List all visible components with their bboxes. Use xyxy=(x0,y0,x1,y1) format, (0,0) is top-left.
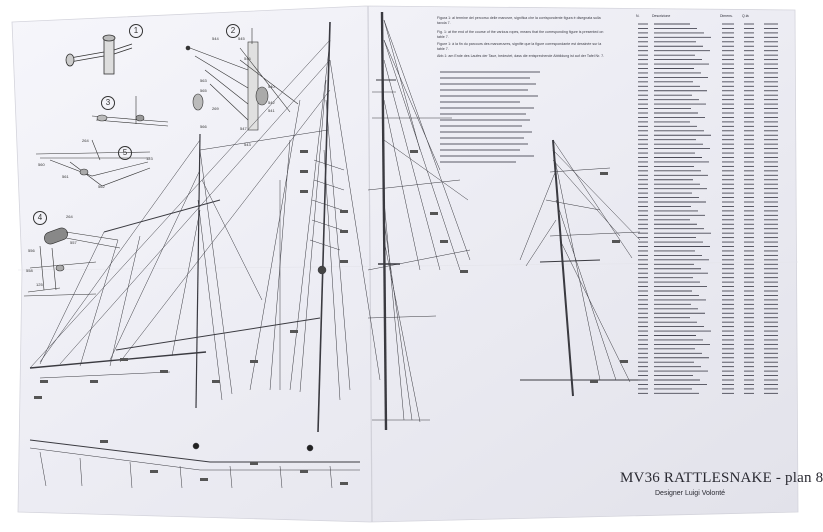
detail-3-drawing xyxy=(91,96,169,127)
rigging-tag-labels xyxy=(34,150,628,485)
callout-label: 547 xyxy=(240,126,247,131)
callout-label: 269 xyxy=(212,106,219,111)
detail-4-callouts: 264 557 556 558 125 xyxy=(26,214,77,287)
parts-header-description: Descrizione xyxy=(652,14,671,18)
detail-marker-3: 3 xyxy=(101,96,115,110)
rope-list-lines xyxy=(440,71,540,163)
callout-label: 561 xyxy=(62,174,69,179)
caption-french: Figure 1: à la fin du parcours des manoe… xyxy=(437,42,602,51)
fold-line xyxy=(367,5,373,523)
detail-marker-5: 5 xyxy=(118,146,132,160)
parts-header-number: N. xyxy=(636,14,640,18)
callout-label: 566 xyxy=(200,124,207,129)
callout-label: 125 xyxy=(36,282,43,287)
parts-table: N. Descrizione Dimens. Q.tà xyxy=(636,14,788,18)
detail-marker-1: 1 xyxy=(129,24,143,38)
callout-label: 540 xyxy=(268,84,275,89)
detail-2-callouts: 544 545 546 547 543 540 542 541 566 563 565 269 xyxy=(200,36,275,147)
callout-label: 563 xyxy=(200,78,207,83)
callout-label: 542 xyxy=(268,100,275,105)
callout-label: 560 xyxy=(38,162,45,167)
ship-elevation-right xyxy=(367,11,641,431)
detail-1-drawing xyxy=(65,34,133,75)
callout-label: 541 xyxy=(268,108,275,113)
caption-german: Abb.1: am Ende des Laufes der Taue, bede… xyxy=(437,54,605,58)
parts-header-quantity: Q.tà xyxy=(742,14,749,18)
paper-sheet xyxy=(11,5,799,523)
callout-label: 264 xyxy=(82,138,89,143)
fold-line-horizontal xyxy=(17,261,799,271)
callout-label: 558 xyxy=(26,268,33,273)
callout-label: 562 xyxy=(98,184,105,189)
designer-credit: Designer Luigi Volonté xyxy=(655,490,726,497)
detail-marker-4: 4 xyxy=(33,211,47,225)
callout-label: 123 xyxy=(146,156,153,161)
callout-label: 545 xyxy=(238,36,245,41)
callout-label: 543 xyxy=(244,142,251,147)
detail-marker-2: 2 xyxy=(226,24,240,38)
detail-2-drawing xyxy=(185,28,299,131)
callout-label: 565 xyxy=(200,88,207,93)
callout-label: 556 xyxy=(28,248,35,253)
caption-english: Fig. 1: at the end of the course of the … xyxy=(437,30,604,39)
caption-italian: Figura 1: al termine del percorso delle … xyxy=(437,16,601,25)
callout-label: 544 xyxy=(212,36,219,41)
callout-label: 546 xyxy=(244,56,251,61)
detail-5-callouts: 264 123 560 561 562 xyxy=(38,138,153,189)
plan-title: MV36 RATTLESNAKE - plan 8 xyxy=(620,470,823,486)
parts-header-dimension: Dimens. xyxy=(720,14,733,18)
detail-4-drawing xyxy=(23,227,121,297)
parts-table-header: N. Descrizione Dimens. Q.tà xyxy=(636,14,788,18)
parts-table-lines xyxy=(638,23,778,394)
callout-label: 557 xyxy=(70,240,77,245)
callout-label: 264 xyxy=(66,214,73,219)
